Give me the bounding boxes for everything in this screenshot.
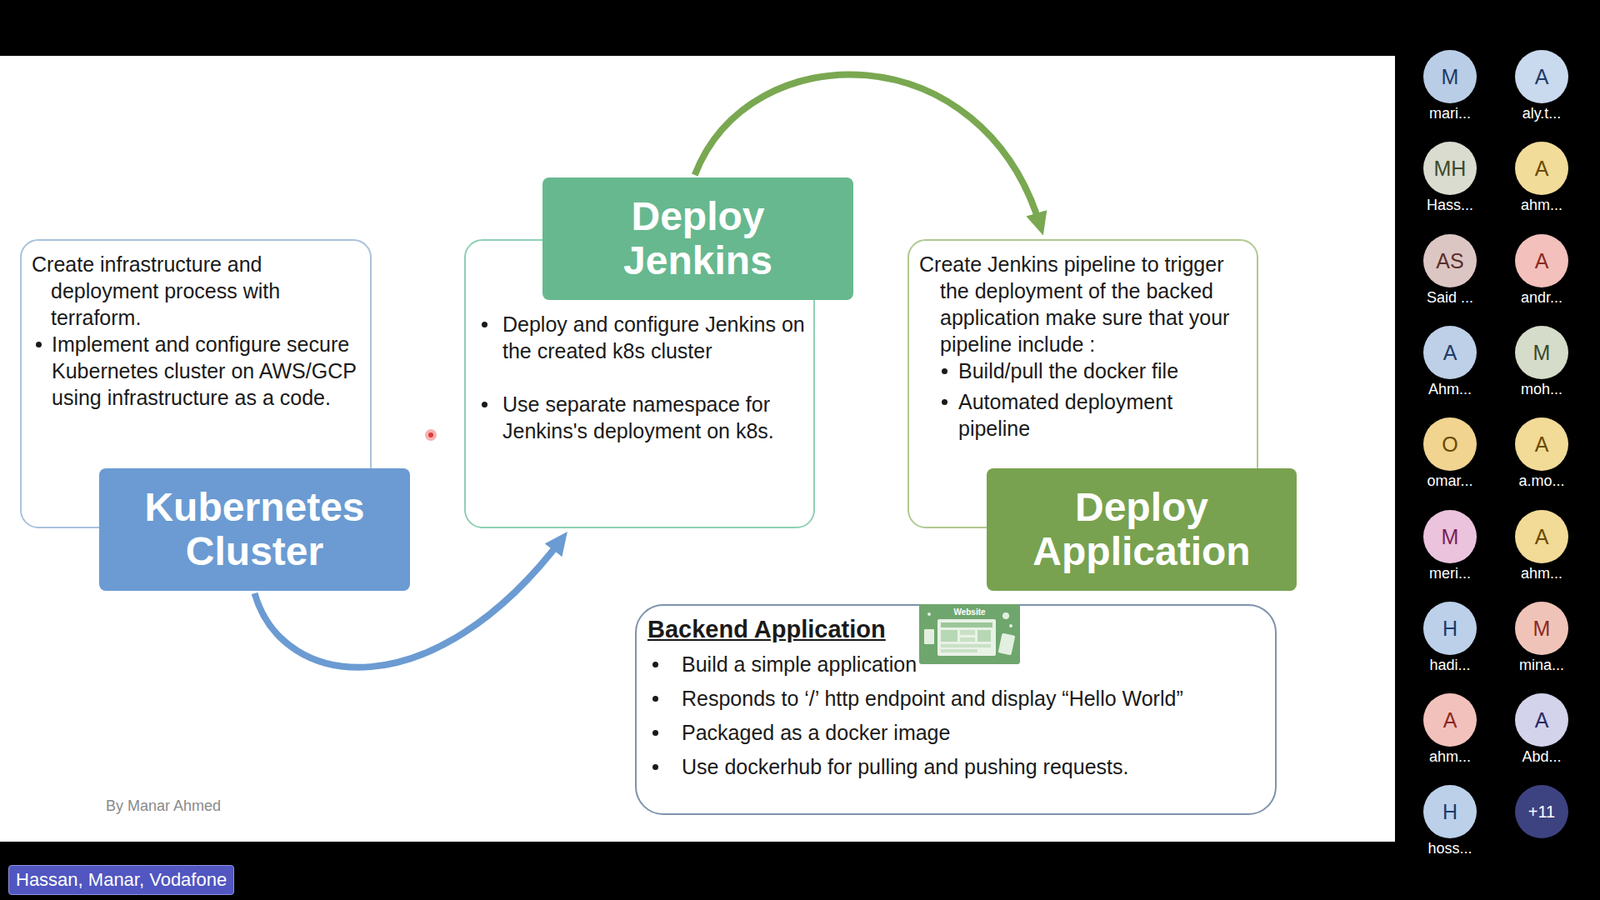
icon-caption: Website	[919, 607, 1020, 617]
participant-avatar: +11	[1515, 785, 1569, 839]
body-text: Create infrastructure and deployment pro…	[21, 250, 362, 331]
participant-avatar: Oomar...	[1423, 417, 1477, 471]
participant-avatar: ASSaid ...	[1423, 234, 1477, 288]
participant-name: Hass...	[1426, 196, 1474, 215]
participant-avatar: AAbd...	[1515, 693, 1569, 747]
participant-name: mari...	[1429, 105, 1471, 123]
bullet-text: Responds to ‘/’ http endpoint and displa…	[636, 685, 1265, 712]
participant-name: andr...	[1520, 289, 1563, 307]
bullet-dot	[652, 764, 659, 770]
participant-avatar: Mmeri...	[1423, 510, 1477, 564]
stage-title: Deploy Jenkins	[554, 195, 842, 284]
stage-title-box: Deploy Application	[986, 468, 1297, 591]
bullet-text: Use dockerhub for pulling and pushing re…	[636, 753, 1265, 780]
participant-avatar: MHHass...	[1423, 141, 1477, 195]
avatar-initials: A	[1515, 234, 1569, 288]
avatar-initials: M	[1423, 510, 1477, 564]
participant-name: ahm...	[1429, 748, 1471, 766]
stage-title: Deploy Application	[998, 485, 1285, 575]
avatar-initials: MH	[1423, 141, 1477, 195]
stage-title-box: Deploy Jenkins	[542, 177, 854, 300]
avatar-initials: A	[1423, 693, 1477, 747]
avatar-initials: M	[1423, 50, 1477, 104]
bullet-dot	[941, 368, 948, 375]
participant-name: mina...	[1519, 656, 1565, 675]
bullet-text: Build/pull the docker file	[909, 357, 1249, 385]
website-icon: Website	[919, 604, 1020, 665]
participant-avatar: Mmina...	[1515, 601, 1569, 655]
participant-name: hadi...	[1429, 656, 1470, 675]
participant-name: Said ...	[1426, 289, 1474, 307]
bullet-text: Use separate namespace for Jenkins's dep…	[465, 390, 805, 445]
name-tag-text: Hassan, Manar, Vodafone	[15, 869, 227, 891]
bullet-dot	[941, 399, 948, 405]
avatar-initials: A	[1423, 325, 1477, 380]
bullet-dot	[481, 401, 488, 408]
participant-name: ahm...	[1520, 565, 1563, 583]
avatar-initials: +11	[1515, 785, 1569, 839]
participant-name: ahm...	[1520, 196, 1563, 215]
bullet-dot	[481, 321, 488, 328]
participant-avatar: Mmoh...	[1515, 325, 1569, 380]
participant-name: aly.t...	[1522, 105, 1562, 123]
participant-name: moh...	[1520, 380, 1563, 399]
stage-title-box: Kubernetes Cluster	[99, 468, 410, 591]
participant-name: Abd...	[1521, 748, 1561, 766]
avatar-initials: O	[1423, 417, 1477, 471]
participant-name: Ahm...	[1428, 380, 1472, 399]
bullet-text: Deploy and configure Jenkins on the crea…	[465, 310, 805, 365]
laser-pointer-halo	[425, 429, 437, 441]
avatar-initials: A	[1515, 50, 1569, 104]
laser-pointer-dot	[428, 432, 434, 438]
avatar-initials: A	[1515, 510, 1569, 564]
participant-name: meri...	[1429, 565, 1471, 583]
participant-avatar: Aahm...	[1515, 510, 1569, 564]
bullet-dot	[652, 695, 659, 702]
participant-avatar: Aaly.t...	[1515, 50, 1569, 104]
avatar-initials: A	[1515, 417, 1569, 471]
avatar-initials: A	[1515, 693, 1569, 747]
speaker-name-tag: Hassan, Manar, Vodafone	[8, 865, 235, 895]
bullet-dot	[35, 341, 42, 348]
bullet-dot	[652, 661, 659, 668]
participant-avatar: Hhoss...	[1423, 785, 1477, 839]
participant-name: a.mo...	[1518, 472, 1565, 490]
body-text: Create Jenkins pipeline to trigger the d…	[909, 250, 1249, 358]
participant-avatar: Aahm...	[1515, 141, 1569, 195]
participant-avatar: Mmari...	[1423, 50, 1477, 104]
participant-avatar: Hhadi...	[1423, 601, 1477, 655]
avatar-initials: A	[1515, 141, 1569, 195]
bullet-dot	[652, 730, 659, 736]
bullet-text: Implement and configure secure Kubernete…	[21, 330, 362, 411]
avatar-initials: M	[1515, 325, 1569, 380]
participant-avatar: Aa.mo...	[1515, 417, 1569, 471]
author-note: By Manar Ahmed	[105, 797, 221, 815]
participant-avatar: AAhm...	[1423, 325, 1477, 380]
avatar-initials: H	[1423, 601, 1477, 655]
participant-name: omar...	[1426, 472, 1473, 490]
avatar-initials: H	[1423, 785, 1477, 839]
stage-title: Kubernetes Cluster	[110, 485, 399, 575]
participant-avatar: Aandr...	[1515, 234, 1569, 288]
participant-name: hoss...	[1427, 840, 1472, 858]
participant-avatar: Aahm...	[1423, 693, 1477, 747]
avatar-initials: M	[1515, 601, 1569, 655]
bullet-text: Packaged as a docker image	[636, 719, 1265, 746]
bullet-text: Automated deployment pipeline	[909, 388, 1249, 442]
avatar-initials: AS	[1423, 234, 1477, 288]
